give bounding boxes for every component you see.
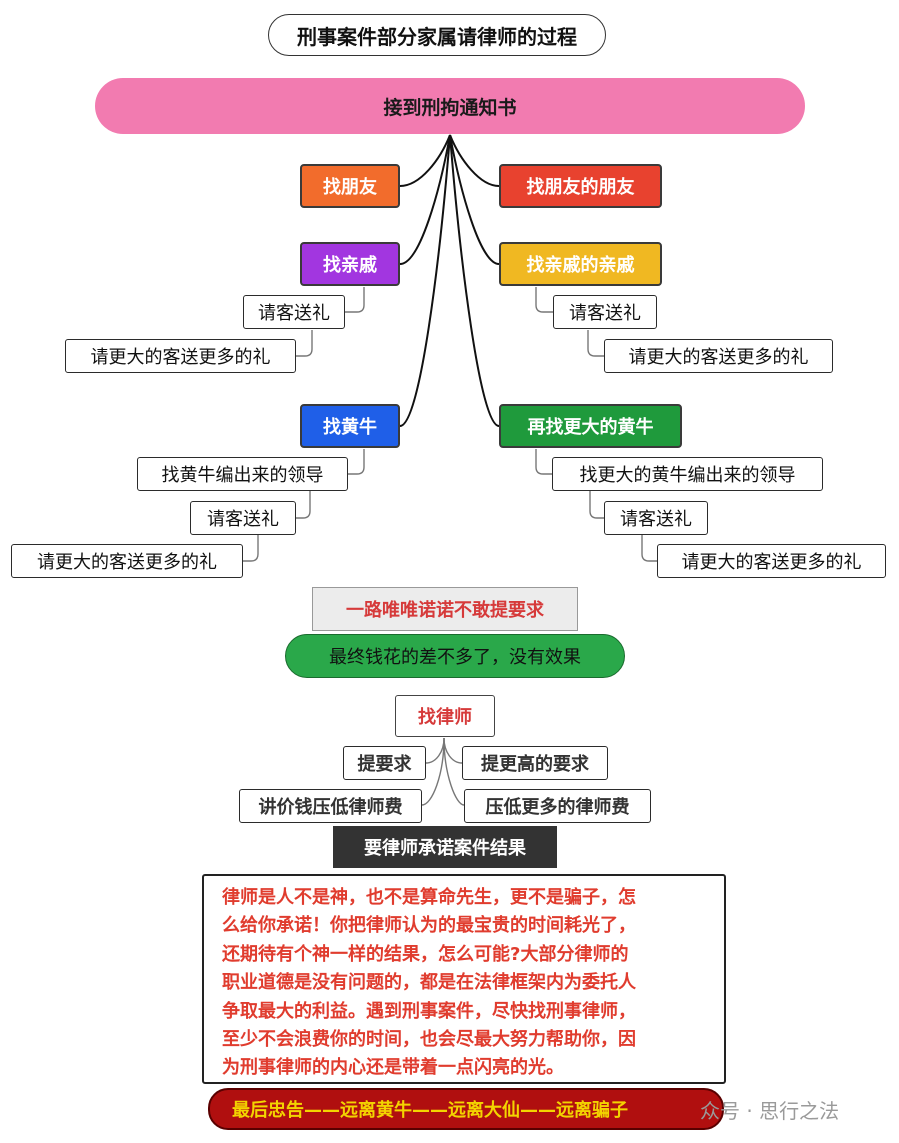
watermark-text: 众号 · 思行之法: [700, 1099, 840, 1123]
diagram-title: 刑事案件部分家属请律师的过程: [268, 14, 606, 56]
leaf-right-relative-gift: 请客送礼: [553, 295, 657, 329]
warning-line: 律师是人不是神，也不是算命先生，更不是骗子，怎: [222, 887, 636, 908]
leaf-right-scalper-bigger-gift: 请更大的客送更多的礼: [657, 544, 886, 578]
leaf-right-scalper-fake-leader: 找更大的黄牛编出来的领导: [552, 457, 823, 491]
promise-box: 要律师承诺案件结果: [333, 826, 557, 868]
leaf-left-relative-bigger-gift: 请更大的客送更多的礼: [65, 339, 296, 373]
leaf-left-scalper-fake-leader: 找黄牛编出来的领导: [137, 457, 348, 491]
final-advice-pill: 最后忠告——远离黄牛——远离大仙——远离骗子: [208, 1088, 724, 1130]
branch-line-scalper: [399, 134, 451, 427]
leaf-left-scalper-bigger-gift: 请更大的客送更多的礼: [11, 544, 243, 578]
node-find-lawyer: 找律师: [395, 695, 495, 737]
root-node: 接到刑拘通知书: [95, 78, 805, 134]
warning-line: 为刑事律师的内心还是带着一点闪亮的光。: [222, 1057, 564, 1079]
warning-line: 职业道德是没有问题的，都是在法律框架内为委托人: [222, 972, 636, 994]
branch-line-bigger-scalper: [449, 134, 500, 427]
leaf-right-relative-bigger-gift: 请更大的客送更多的礼: [604, 339, 833, 373]
leaf-bargain-fee: 讲价钱压低律师费: [239, 789, 422, 823]
result-pill: 最终钱花的差不多了，没有效果: [285, 634, 625, 678]
leaf-lower-fee-more: 压低更多的律师费: [464, 789, 651, 823]
leaf-higher-demands: 提更高的要求: [462, 746, 608, 780]
node-find-relative-of-relative: 找亲戚的亲戚: [499, 242, 662, 286]
warning-paragraph: 律师是人不是神，也不是算命先生，更不是骗子，怎 么给你承诺！你把律师认为的最宝贵…: [202, 874, 726, 1084]
warning-line: 还期待有个神一样的结果，怎么可能?大部分律师的: [222, 943, 629, 965]
branch-line-friend-of-friend: [449, 134, 500, 187]
node-find-friend-of-friend: 找朋友的朋友: [499, 164, 662, 208]
warning-line: 至少不会浪费你的时间，也会尽最大努力帮助你，因: [222, 1029, 636, 1051]
leaf-left-relative-gift: 请客送礼: [243, 295, 345, 329]
warning-line: 么给你承诺！你把律师认为的最宝贵的时间耗光了，: [222, 915, 636, 937]
leaf-right-scalper-gift: 请客送礼: [604, 501, 708, 535]
leaf-left-scalper-gift: 请客送礼: [190, 501, 296, 535]
branch-line-friend: [399, 134, 451, 187]
branch-line-relative: [399, 134, 451, 265]
warning-line: 争取最大的利益。遇到刑事案件，尽快找刑事律师，: [222, 1000, 636, 1022]
node-find-friend: 找朋友: [300, 164, 400, 208]
node-find-scalper: 找黄牛: [300, 404, 400, 448]
branch-line-relative-of-relative: [449, 134, 500, 265]
submissive-box: 一路唯唯诺诺不敢提要求: [312, 587, 578, 631]
leaf-make-demands: 提要求: [343, 746, 426, 780]
node-find-bigger-scalper: 再找更大的黄牛: [499, 404, 682, 448]
node-find-relative: 找亲戚: [300, 242, 400, 286]
